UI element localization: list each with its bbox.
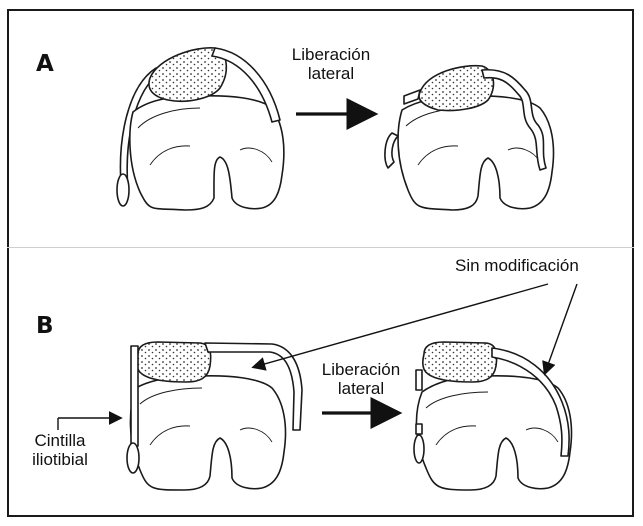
b-left-iliotibial-ellipse [127, 443, 139, 473]
sin-modificacion-pointer-right [545, 284, 577, 373]
b-left-condyles [130, 376, 285, 490]
panel-a-knee-before [117, 48, 284, 210]
b-right-iliotibial-stub-top [416, 370, 422, 390]
panel-b-knee-before [127, 342, 302, 490]
b-right-iliotibial-stub-mid [416, 424, 422, 434]
b-right-iliotibial-ellipse [414, 435, 424, 463]
a-right-iliotibial-fragment [385, 133, 398, 168]
a-left-condyles [130, 96, 284, 210]
a-left-iliotibial [117, 174, 129, 206]
panel-a-knee-after [385, 66, 554, 210]
a-right-retinaculum-stub [404, 90, 420, 104]
b-right-condyles [416, 376, 571, 490]
b-left-iliotibial-band [131, 346, 138, 446]
